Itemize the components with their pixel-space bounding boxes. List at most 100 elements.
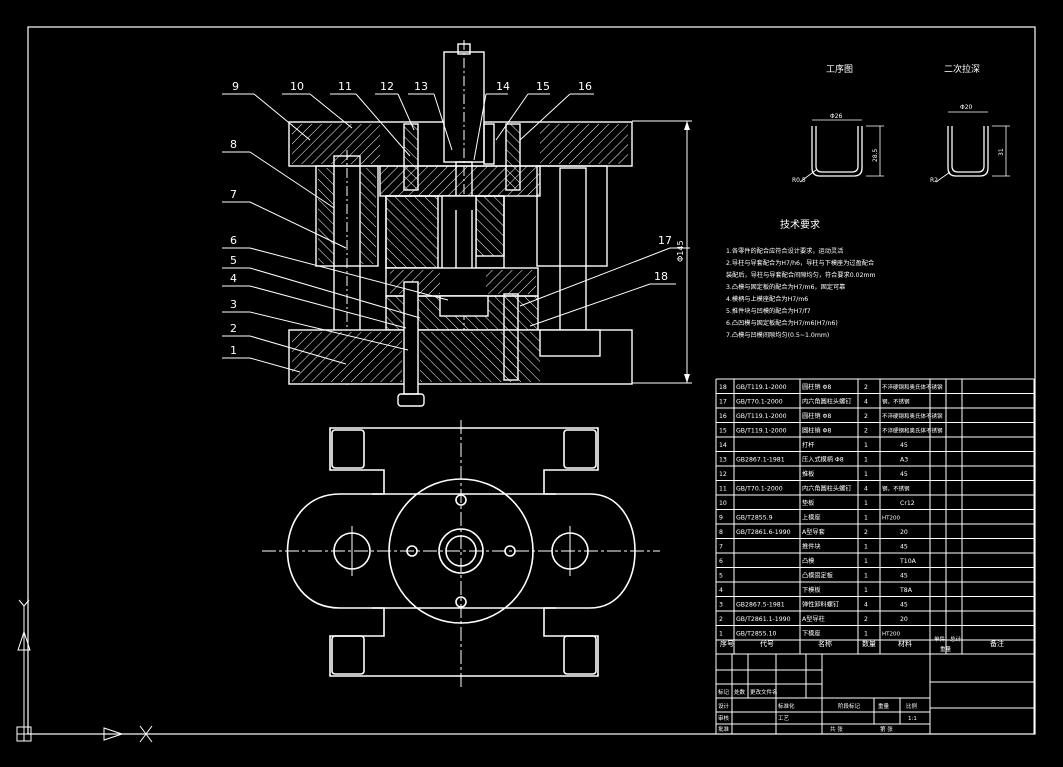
bom-cell-name: 内六角圆柱头螺钉: [802, 485, 852, 493]
tb-count: 处数: [734, 688, 746, 696]
bom-table: [715, 378, 1035, 655]
bom-cell-qty: 4: [864, 602, 868, 609]
right-radius-dim: R2: [930, 177, 938, 184]
bom-header-weight: 重量: [940, 645, 952, 653]
bom-cell-name: A型导柱: [802, 615, 825, 623]
plan-view: [262, 420, 660, 690]
callout-14: 14: [496, 80, 510, 93]
tb-review: 审核: [718, 714, 730, 722]
bom-header-name: 名称: [818, 639, 832, 648]
tb-process: 工艺: [778, 715, 790, 722]
part-view-right: [935, 111, 1010, 183]
drawing-frame: [27, 26, 1036, 735]
bom-cell-no: 12: [719, 471, 727, 478]
bom-cell-material: 钢，不锈钢: [882, 485, 910, 493]
tb-standard: 标准化: [778, 702, 795, 710]
bom-cell-no: 18: [719, 384, 727, 391]
bom-cell-name: 垫板: [802, 499, 814, 507]
bom-cell-qty: 1: [864, 515, 868, 522]
bom-cell-name: 凸模固定板: [802, 572, 833, 580]
tech-req-line: 7.凸模与凹模间隙均匀(0.5~1.0mm): [726, 331, 829, 339]
bom-cell-code: GB/T70.1-2000: [736, 399, 783, 406]
callout-17: 17: [658, 234, 672, 247]
bom-cell-qty: 4: [864, 486, 868, 493]
callout-6: 6: [230, 234, 237, 247]
part-view-left: [799, 119, 884, 183]
bom-cell-code: GB2867.5-1981: [736, 602, 785, 609]
bom-cell-qty: 1: [864, 457, 868, 464]
bom-cell-no: 9: [719, 515, 723, 522]
bom-cell-material: 20: [900, 529, 908, 536]
left-width-dim: Φ26: [830, 113, 843, 120]
callout-11: 11: [338, 80, 352, 93]
bom-cell-no: 17: [719, 399, 727, 406]
bom-cell-name: 上模座: [802, 514, 821, 522]
tech-req-line: 5.推件块与凹模的配合为H7/f7: [726, 307, 811, 315]
tb-scale-value: 1:1: [908, 716, 917, 722]
callout-16: 16: [578, 80, 592, 93]
bom-cell-material: Cr12: [900, 500, 915, 507]
callout-leaders: [222, 93, 690, 373]
bom-cell-qty: 2: [864, 616, 868, 623]
callout-labels: 9 10 11 12 13 14 15 16 8 7 6 5 4 3 2 1 1…: [230, 80, 672, 357]
bom-cell-material: 45: [900, 442, 908, 449]
bom-cell-name: 推板: [802, 470, 814, 478]
bom-cell-no: 2: [719, 616, 723, 623]
bom-cell-qty: 2: [864, 428, 868, 435]
tb-stage: 阶段标记: [838, 702, 861, 710]
section-view: [288, 40, 692, 407]
bom-cell-material: 钢，不锈钢: [882, 398, 910, 406]
bom-cell-code: GB/T119.1-2000: [736, 428, 787, 435]
right-height-dim: 31: [998, 148, 1005, 156]
tech-req-line: 3.凸模与固定板的配合为H7/m6，固定可靠: [726, 283, 845, 291]
callout-18: 18: [654, 270, 668, 283]
bom-cell-no: 6: [719, 558, 723, 565]
bom-cell-material: 20: [900, 616, 908, 623]
bom-cell-qty: 1: [864, 500, 868, 507]
ucs-icon: [16, 599, 153, 743]
bom-header-code: 代号: [760, 639, 774, 648]
tb-change: 更改文件名: [750, 688, 778, 696]
bom-cell-material: 45: [900, 471, 908, 478]
bom-cell-material: HT200: [882, 516, 900, 522]
right-width-dim: Φ20: [960, 104, 973, 111]
bom-cell-name: 圆柱销 Φ8: [802, 412, 831, 420]
callout-12: 12: [380, 80, 394, 93]
bom-cell-name: 压入式模柄 Φ8: [802, 456, 844, 464]
bom-cell-name: 打杆: [802, 441, 814, 449]
tb-weight: 重量: [878, 702, 890, 710]
bom-cell-qty: 1: [864, 471, 868, 478]
bom-cell-material: 45: [900, 573, 908, 580]
tb-design: 设计: [718, 702, 730, 710]
tech-req-line: 装配后，导柱与导套配合间隙均匀，符合要求0.02mm: [726, 271, 876, 279]
callout-9: 9: [232, 80, 239, 93]
callout-13: 13: [414, 80, 428, 93]
bom-cell-code: GB/T70.1-2000: [736, 486, 783, 493]
bom-cell-name: A型导套: [802, 528, 825, 536]
tb-approve: 批准: [718, 725, 730, 733]
tech-req-line: 4.模柄与上模座配合为H7/m6: [726, 295, 808, 303]
bom-cell-no: 5: [719, 573, 723, 580]
bom-cell-name: 弹性卸料螺钉: [802, 601, 839, 609]
bom-cell-name: 凸模: [802, 557, 814, 565]
callout-7: 7: [230, 188, 237, 201]
callout-8: 8: [230, 138, 237, 151]
bom-cell-qty: 1: [864, 442, 868, 449]
bom-cell-material: 45: [900, 602, 908, 609]
bom-cell-no: 15: [719, 428, 727, 435]
bom-cell-material: T8A: [899, 587, 913, 594]
bom-cell-qty: 1: [864, 631, 868, 638]
bom-cell-no: 8: [719, 529, 723, 536]
tech-req-line: 2.导柱与导套配合为H7/h6，导柱与下模座为过盈配合: [726, 259, 874, 267]
bom-cell-code: GB/T2861.6-1990: [736, 529, 791, 536]
tb-sheets: 共 张: [830, 725, 843, 733]
bom-cell-no: 4: [719, 587, 723, 594]
bom-cell-no: 16: [719, 413, 727, 420]
part-view-left-title: 工序图: [826, 63, 853, 75]
bom-cell-no: 14: [719, 442, 727, 449]
bom-cell-material: 不淬硬钢和奥氏体不锈钢: [882, 427, 943, 435]
bom-header: 序号 代号 名称 数量 材料 单件 总计 重量 备注: [720, 635, 1004, 653]
bom-cell-code: GB/T2855.10: [736, 631, 777, 638]
bom-cell-material: T10A: [899, 558, 917, 565]
